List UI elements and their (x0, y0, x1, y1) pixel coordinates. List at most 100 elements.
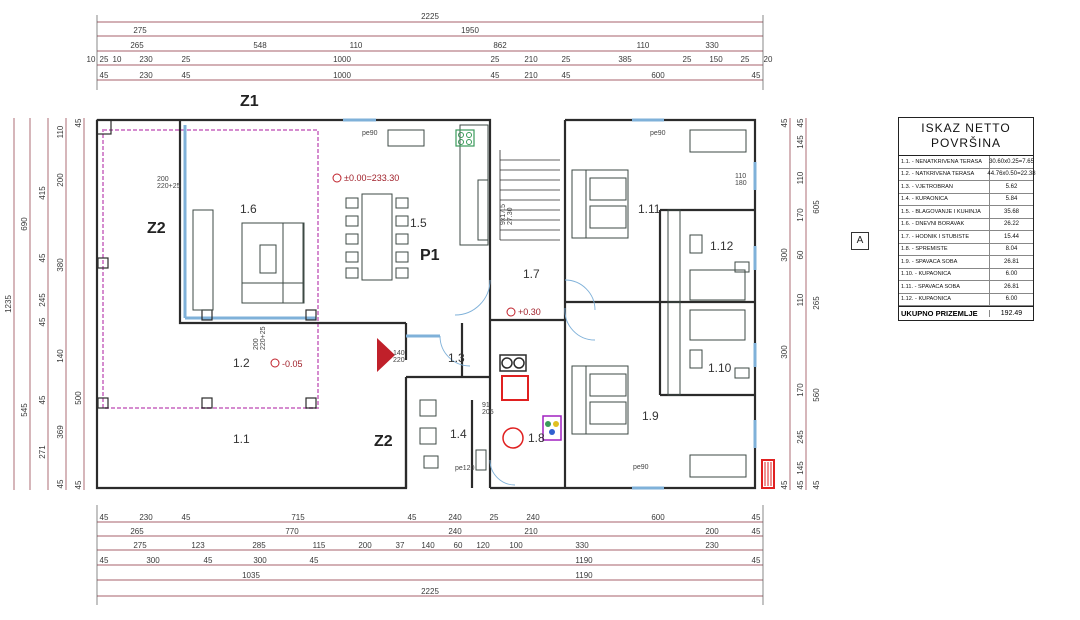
room-1-7: 1.7 (523, 267, 540, 281)
legend-row-value: 6.00 (989, 268, 1033, 280)
dim-bot-60: 60 (454, 541, 463, 550)
legend-row-label: 1.4. - KUPAONICA (899, 196, 989, 202)
dim-top-total: 2225 (421, 12, 439, 21)
dim-top-45d: 45 (562, 71, 571, 80)
legend-row-number: 1.6. (901, 221, 911, 228)
dim-top-45b: 45 (182, 71, 191, 80)
bathroom-fixtures (419, 234, 750, 471)
dim-top-548: 548 (253, 41, 267, 50)
dim-left-45a: 45 (74, 118, 83, 127)
dim-bot-123: 123 (191, 541, 205, 550)
dim-left-110: 110 (56, 125, 65, 138)
dim-bot-265: 265 (130, 527, 144, 536)
legend-row-number: 1.11. (901, 283, 914, 290)
opening-label-pe120: pe120 (455, 465, 475, 472)
dimension-texts: 2225 275 1950 265 548 110 862 110 330 10… (4, 12, 820, 596)
legend-row-value: 44.76x0.50=22.38 (987, 168, 1036, 180)
legend-total-value: 192.49 (989, 310, 1033, 317)
dim-bot-45i: 45 (752, 556, 761, 565)
dim-top-25e: 25 (683, 55, 692, 64)
dim-bot-45f: 45 (100, 556, 109, 565)
dim-bot-45g: 45 (204, 556, 213, 565)
dim-left-45e: 45 (38, 395, 47, 404)
dim-bot-45c: 45 (408, 513, 417, 522)
dim-top-1000a: 1000 (333, 55, 351, 64)
windows (183, 118, 757, 490)
dim-bot-45d: 45 (752, 513, 761, 522)
dim-right-145b: 145 (796, 461, 805, 475)
radiator-icon (761, 459, 775, 489)
dim-top-45e: 45 (752, 71, 761, 80)
dim-right-605: 605 (812, 200, 820, 214)
dim-bot-285: 285 (252, 541, 266, 550)
dim-top-600: 600 (651, 71, 665, 80)
storage-fixtures (499, 354, 562, 449)
dim-left-140: 140 (56, 349, 65, 363)
legend-row-name: SPAVAĆA SOBA (915, 258, 958, 265)
legend-row-value: 35.68 (989, 206, 1033, 218)
legend-row-separator: - (910, 258, 916, 265)
dim-top-25c: 25 (491, 55, 500, 64)
legend-row-separator: - (913, 296, 919, 303)
opening-label-220a: 220+25 (157, 183, 181, 190)
dim-bot-240b: 240 (526, 513, 540, 522)
legend-row-name: KUPAONICA (915, 196, 948, 203)
room-1-3: 1.3 (448, 351, 465, 365)
dim-left-500: 500 (74, 391, 83, 405)
dim-bot-200b: 200 (358, 541, 372, 550)
dim-top-45a: 45 (100, 71, 109, 80)
stair-label-level: 27.30 (507, 207, 514, 225)
door-swings (439, 279, 596, 486)
dim-bot-330: 330 (575, 541, 589, 550)
legend-row-separator: - (910, 221, 916, 228)
legend-row-number: 1.3. (901, 183, 911, 190)
dim-bot-115: 115 (313, 541, 326, 550)
dim-bot-25: 25 (490, 513, 499, 522)
dim-left-690: 690 (20, 217, 29, 231)
legend-row-label: 1.2. - NATKRIVENA TERASA (899, 171, 989, 177)
legend-row-name: NENATKRIVENA TERASA (915, 158, 982, 165)
dim-top-110b: 110 (637, 41, 650, 50)
inner-dim-110: 110 (735, 173, 746, 180)
legend-total-label: UKUPNO PRIZEMLJE (901, 309, 978, 318)
dim-right-110b: 110 (796, 293, 805, 306)
storage-color-boxes (545, 421, 559, 435)
dim-bot-240c: 240 (448, 527, 462, 536)
dim-top-10b: 10 (113, 55, 122, 64)
dim-bot-total: 2225 (421, 587, 439, 596)
dim-bot-45e: 45 (752, 527, 761, 536)
legend-row-label: 1.8. - SPREMIŠTE (899, 246, 989, 252)
living-room-furniture (192, 209, 305, 311)
legend-row-label: 1.12. - KUPAONICA (899, 296, 989, 302)
legend-row-number: 1.1. (901, 158, 911, 165)
walls (95, 118, 757, 490)
opening-label-pe90c: pe90 (633, 464, 649, 471)
legend-total-row: UKUPNO PRIZEMLJE 192.49 (899, 306, 1033, 320)
dim-top-210b: 210 (524, 71, 538, 80)
legend-row-value: 26.81 (989, 281, 1033, 293)
dim-left-45c: 45 (38, 253, 47, 262)
area-legend-table: ISKAZ NETTO POVRŠINA 1.1. - NENATKRIVENA… (898, 117, 1036, 321)
room-1-8: 1.8 (528, 431, 545, 445)
dimension-lines-top (96, 15, 764, 90)
legend-row-label: 1.9. - SPAVAĆA SOBA (899, 259, 989, 265)
dim-left-380: 380 (56, 258, 65, 272)
legend-row-separator: - (913, 283, 919, 290)
opening-label-140: 140 (393, 350, 405, 357)
opening-label-200b: 200 (253, 338, 260, 350)
bedroom-furniture (571, 129, 747, 478)
legend-title: ISKAZ NETTO POVRŠINA (899, 118, 1033, 156)
legend-row-name: NATKRIVENA TERASA (915, 171, 975, 178)
legend-row-name: BLAGOVANJE I KUHINJA (915, 208, 981, 215)
legend-row-number: 1.12. (901, 296, 914, 303)
opening-label-220c: 220+25 (260, 326, 267, 350)
dim-top-862: 862 (493, 41, 507, 50)
dim-top-210a: 210 (524, 55, 538, 64)
legend-row-separator: - (910, 158, 916, 165)
dim-left-545: 545 (20, 403, 29, 417)
entrance-marker-icon (377, 338, 395, 372)
